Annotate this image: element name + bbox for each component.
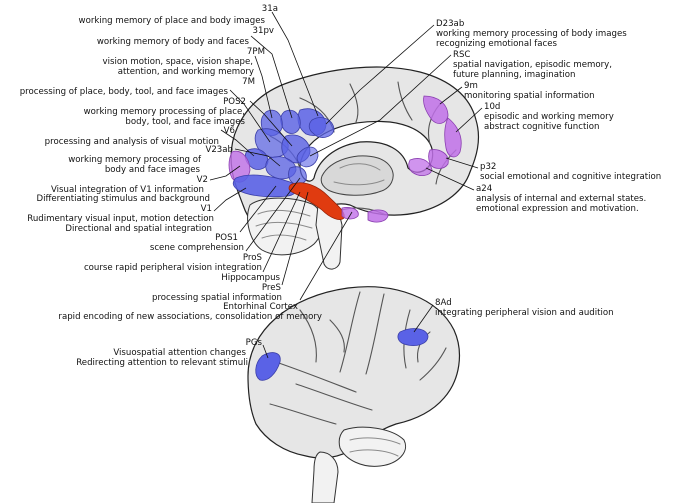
- label-10d-name: 10d: [484, 102, 500, 112]
- label-10d-desc-1: episodic and working memory: [484, 112, 614, 122]
- label-v1-desc-1: Rudimentary visual input, motion detecti…: [27, 214, 214, 224]
- label-a24-desc-1: analysis of internal and external states…: [476, 194, 646, 204]
- label-pos2-name: POS2: [223, 97, 246, 107]
- label-pros-name: ProS: [243, 253, 262, 263]
- label-entorhinal-name: Entorhinal Cortex: [223, 302, 298, 312]
- label-pos1-desc: scene comprehension: [150, 243, 244, 253]
- label-v1-name: V1: [201, 204, 212, 214]
- label-pgs-desc-1: Visuospatial attention changes: [113, 348, 246, 358]
- label-v23ab-name: V23ab: [205, 145, 233, 155]
- label-10d-desc-2: abstract cognitive function: [484, 122, 599, 132]
- region-entorhinal: [342, 207, 358, 219]
- label-8ad-desc: integrating peripheral vision and auditi…: [435, 308, 614, 318]
- label-d23ab-desc-1: working memory processing of body images: [436, 29, 627, 39]
- label-pres-name: PreS: [262, 283, 281, 293]
- label-7pm-desc-2: attention, and working memory: [118, 67, 254, 77]
- label-pgs-name: PGs: [246, 338, 263, 348]
- label-v23ab-desc-1: working memory processing of: [68, 155, 202, 165]
- label-31pv-desc: working memory of body and faces: [97, 37, 250, 47]
- label-a24-name: a24: [476, 184, 492, 194]
- label-rsc-desc-1: spatial navigation, episodic memory,: [453, 60, 612, 70]
- label-p32-desc: social emotional and cognitive integrati…: [480, 172, 661, 182]
- region-8ad: [398, 329, 428, 346]
- label-7pm-name: 7PM: [247, 47, 265, 57]
- label-9m-name: 9m: [464, 81, 478, 91]
- label-7m-desc: processing of place, body, tool, and fac…: [20, 87, 229, 97]
- label-9m-desc: monitoring spatial information: [464, 91, 595, 101]
- cerebellum: [248, 198, 323, 255]
- lateral-brainstem: [312, 452, 338, 503]
- label-rsc-desc-2: future planning, imagination: [453, 70, 575, 80]
- medial-brain-view: [229, 67, 478, 269]
- label-pgs-desc-2: Redirecting attention to relevant stimul…: [76, 358, 248, 368]
- label-rsc-name: RSC: [453, 50, 470, 60]
- label-v1-desc-2: Directional and spatial integration: [65, 224, 212, 234]
- label-7pm-desc-1: vision motion, space, vision shape,: [103, 57, 253, 67]
- region-ventral-temporal: [368, 210, 388, 222]
- label-v6-desc: processing and analysis of visual motion: [45, 137, 219, 147]
- label-v23ab-desc-2: body and face images: [105, 165, 201, 175]
- label-pros-desc: course rapid peripheral vision integrati…: [84, 263, 262, 273]
- label-d23ab-name: D23ab: [436, 19, 464, 29]
- label-31a-desc: working memory of place and body images: [79, 16, 266, 26]
- label-hippocampus-name: Hippocampus: [221, 273, 280, 283]
- label-7m-name: 7M: [242, 77, 255, 87]
- label-v6-name: V6: [224, 126, 235, 136]
- label-d23ab-desc-2: recognizing emotional faces: [436, 39, 558, 49]
- label-pos1-name: POS1: [215, 233, 238, 243]
- label-v2-name: V2: [197, 175, 208, 185]
- label-a24-desc-2: emotional expression and motivation.: [476, 204, 639, 214]
- lateral-cerebellum: [339, 427, 405, 466]
- label-p32-name: p32: [480, 162, 496, 172]
- label-v2-desc-2: Differentiating stimulus and background: [36, 194, 210, 204]
- label-entorhinal-desc: rapid encoding of new associations, cons…: [58, 312, 322, 322]
- label-8ad-name: 8Ad: [435, 298, 452, 308]
- label-31a-name: 31a: [262, 4, 278, 14]
- label-31pv-name: 31pv: [253, 26, 274, 36]
- label-pos2-desc-1: working memory processing of place,: [84, 107, 245, 117]
